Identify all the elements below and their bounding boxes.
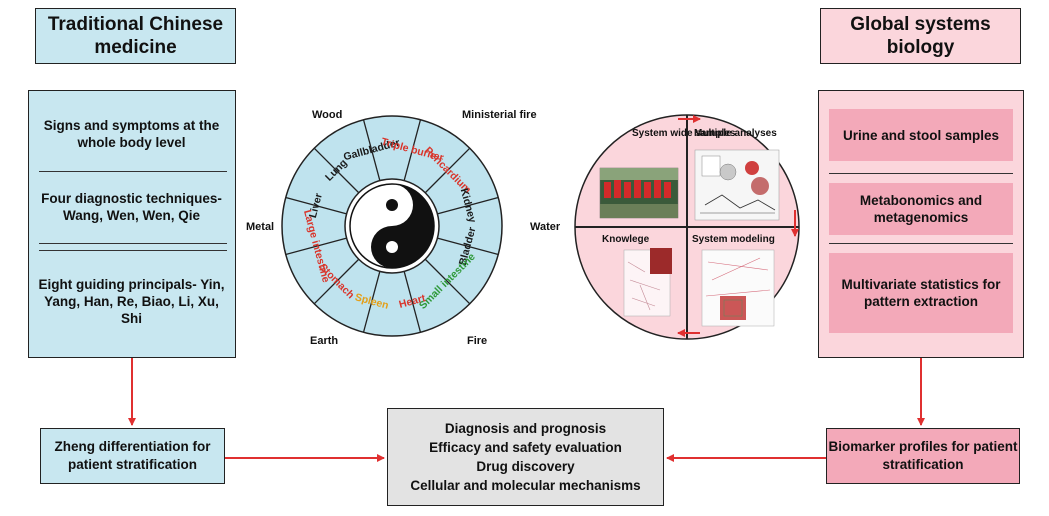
wheel-spoke [285,237,347,256]
wheel-spoke [437,196,499,215]
tcm-title: Traditional Chinese medicine [35,8,236,64]
knowledge-image [623,248,672,317]
quadrant-samples-label: System wide samples [632,128,736,139]
tcm-divider [39,250,227,251]
applications-line: Cellular and molecular mechanisms [410,478,641,493]
element-ministerial-fire: Ministerial fire [462,109,537,121]
samples-image [599,167,679,219]
tcm-panel: Signs and symptoms at the whole body lev… [28,90,236,358]
wheel-spoke [313,147,360,194]
applications-line: Efficacy and safety evaluation [429,440,622,455]
element-fire: Fire [467,335,487,347]
gsb-item-samples: Urine and stool samples [829,109,1013,161]
analyses-image [694,149,780,221]
quadrant-knowledge-label: Knowlege [602,234,650,245]
modeling-image [701,249,775,327]
biomarker-profiles-box: Biomarker profiles for patient stratific… [826,428,1020,484]
wheel-spoke [362,271,381,333]
gsb-title: Global systems biology [820,8,1021,64]
element-earth: Earth [310,335,338,347]
applications-line: Diagnosis and prognosis [444,421,607,436]
gsb-item-omics-text: Metabonomics and metagenomics [859,193,983,225]
connectors [128,358,925,462]
systems-flow-arrows [677,115,799,337]
gsb-divider [829,173,1013,174]
tcm-item-signs: Signs and symptoms at the whole body lev… [35,103,228,165]
wheel-spoke [424,258,471,305]
yin-yang-icon [349,183,435,269]
element-metal: Metal [246,221,274,233]
zheng-differentiation-text: Zheng differentiation for patient strati… [54,439,211,472]
gsb-divider [829,243,1013,244]
quadrant-analyses-label: Multiple analyses [694,128,777,139]
tcm-divider [39,243,227,244]
gsb-item-statistics-text: Multivariate statistics for pattern extr… [841,277,1001,309]
gsb-panel: Urine and stool samples Metabonomics and… [818,90,1024,358]
gsb-item-statistics: Multivariate statistics for pattern extr… [829,253,1013,333]
wheel-spokes [285,119,499,333]
tcm-item-diagnostic: Four diagnostic techniques- Wang, Wen, W… [35,177,228,237]
gsb-item-omics: Metabonomics and metagenomics [829,183,1013,235]
tcm-item-diagnostic-text: Four diagnostic techniques- Wang, Wen, W… [41,191,222,223]
wheel-spoke [424,147,471,194]
biomarker-profiles-text: Biomarker profiles for patient stratific… [828,439,1018,472]
zheng-differentiation-box: Zheng differentiation for patient strati… [40,428,225,484]
applications-line: Drug discovery [476,459,575,474]
element-wood: Wood [312,109,342,121]
wheel-spoke [313,258,360,305]
gsb-title-text: Global systems biology [850,14,991,58]
applications-box: Diagnosis and prognosis Efficacy and saf… [387,408,664,506]
quadrant-modeling-label: System modeling [692,234,775,245]
wheel-spoke [285,196,347,215]
tcm-title-text: Traditional Chinese medicine [47,14,224,58]
tcm-item-principals: Eight guiding principals- Yin, Yang, Han… [35,255,228,347]
gsb-item-samples-text: Urine and stool samples [842,127,1000,143]
tcm-item-signs-text: Signs and symptoms at the whole body lev… [43,118,220,150]
tcm-divider [39,171,227,172]
element-water: Water [530,221,561,233]
tcm-item-principals-text: Eight guiding principals- Yin, Yang, Han… [38,276,225,326]
wheel-spoke [437,237,499,256]
wheel-spoke [403,271,422,333]
wheel-spoke [403,119,422,181]
systems-biology-circle: System wide samples Multiple analyses Kn… [574,114,800,340]
wheel-spoke [362,119,381,181]
